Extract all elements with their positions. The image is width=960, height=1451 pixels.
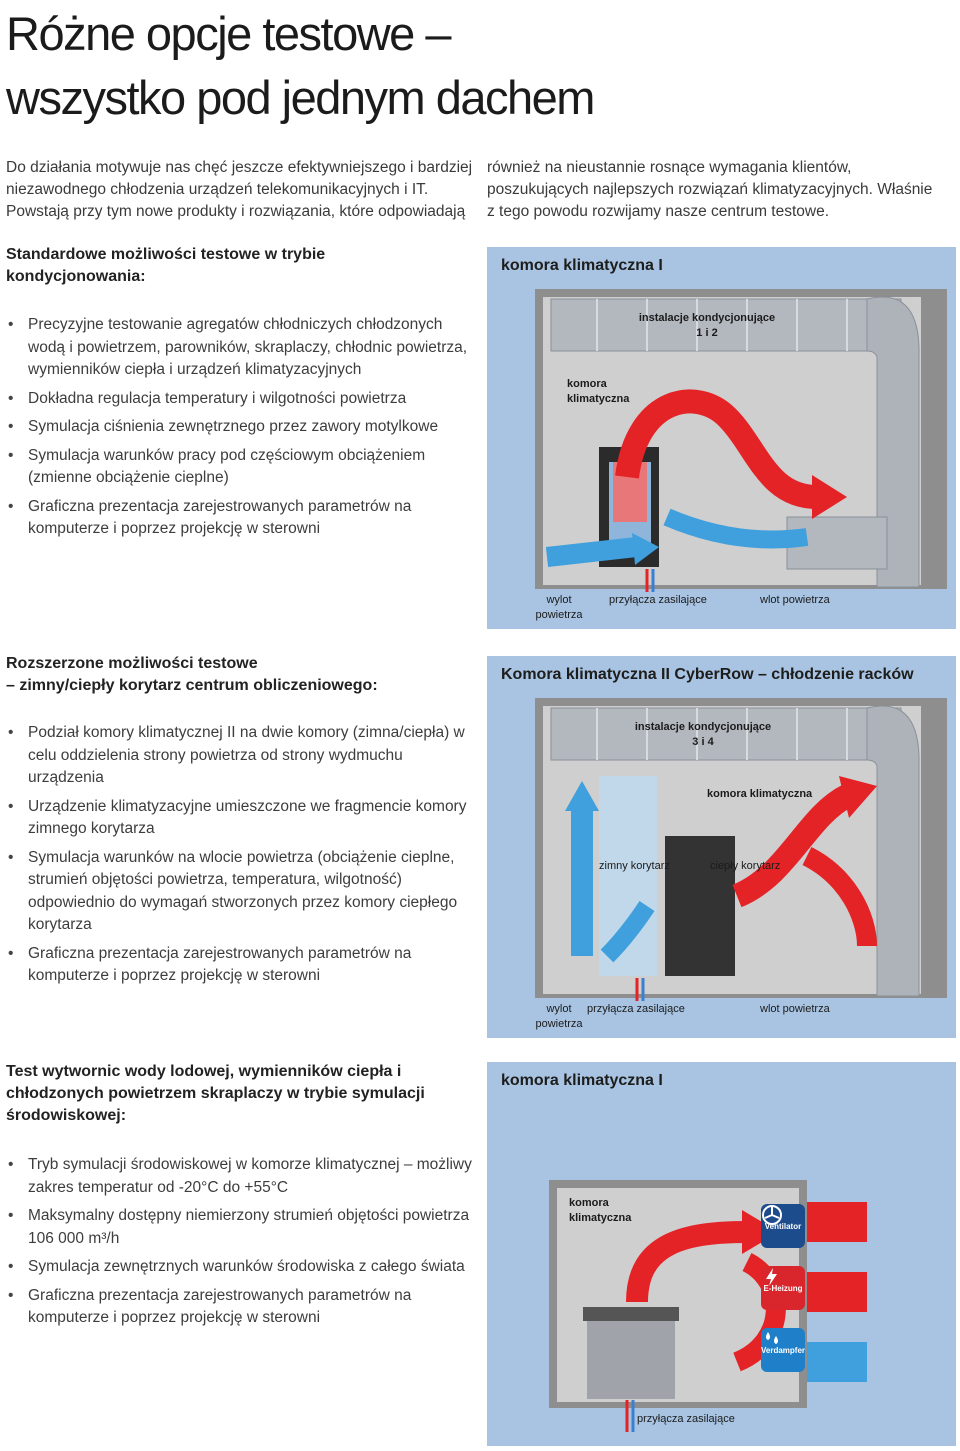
fan-icon <box>762 1205 782 1225</box>
lightning-icon <box>766 1268 777 1286</box>
section2-heading: Rozszerzone możliwości testowe – zimny/c… <box>6 653 476 697</box>
section2-heading-line-1: Rozszerzone możliwości testowe <box>6 655 258 672</box>
heater-badge: E-Heizung <box>761 1266 805 1310</box>
list-item: Graficzna prezentacja zarejestrowanych p… <box>6 496 476 541</box>
list-item: Urządzenie klimatyzacyjne umieszczone we… <box>6 796 476 841</box>
diagram-chamber-3: komora klimatyczna I komora klimatyczna … <box>487 1062 956 1446</box>
section3-list: Tryb symulacji środowiskowej w komorze k… <box>6 1154 476 1336</box>
diagram-chamber-1: komora klimatyczna I instalacje kondycjo… <box>487 247 956 629</box>
title-line-2: wszystko pod jednym dachem <box>6 71 595 124</box>
list-item: Graficzna prezentacja zarejestrowanych p… <box>6 943 476 988</box>
ventilator-label: Ventilator <box>764 1221 802 1231</box>
diagram-1-duct-label: instalacje kondycjonujące 1 i 2 <box>638 312 776 339</box>
diagram-1-outlet-label: wylot powietrza <box>535 594 583 621</box>
diagram-chamber-2: Komora klimatyczna II CyberRow – chłodze… <box>487 656 956 1038</box>
diagram-1-drawing <box>535 289 947 592</box>
section2-heading-line-2: – zimny/ciepły korytarz centrum obliczen… <box>6 677 378 694</box>
list-item: Symulacja zewnętrznych warunków środowis… <box>6 1256 476 1279</box>
section1-heading: Standardowe możliwości testowe w trybie … <box>6 246 326 285</box>
diagram-1-inlet-label: wlot powietrza <box>760 594 830 606</box>
diagram-1-chamber-label: komora klimatyczna <box>567 378 630 405</box>
diagram-2-chamber-label: komora klimatyczna <box>707 788 813 800</box>
list-item: Symulacja warunków na wlocie powietrza (… <box>6 847 476 937</box>
diagram-2-hot-aisle-label: ciepły korytarz <box>710 860 781 872</box>
list-item: Precyzyjne testowanie agregatów chłodnic… <box>6 314 476 382</box>
list-item: Dokładna regulacja temperatury i wilgotn… <box>6 388 476 411</box>
diagram-2-inlet-label: wlot powietrza <box>760 1003 830 1015</box>
diagram-3-chamber-label: komora klimatyczna <box>569 1197 632 1224</box>
diagram-2-cold-aisle-label: zimny korytarz <box>599 860 670 872</box>
ventilator-badge: Ventilator <box>761 1204 805 1248</box>
list-item: Maksymalny dostępny niemierzony strumień… <box>6 1205 476 1250</box>
list-item: Symulacja warunków pracy pod częściowym … <box>6 445 476 490</box>
title-line-1: Różne opcje testowe – <box>6 7 452 60</box>
list-item: Tryb symulacji środowiskowej w komorze k… <box>6 1154 476 1199</box>
list-item: Symulacja ciśnienia zewnętrznego przez z… <box>6 416 476 439</box>
intro-right: również na nieustannie rosnące wymagania… <box>487 159 933 220</box>
water-drops-icon <box>766 1332 778 1344</box>
humidifier-label: Verdampfer <box>760 1345 806 1355</box>
section2-list: Podział komory klimatycznej II na dwie k… <box>6 722 476 994</box>
diagram-1-power-label: przyłącza zasilające <box>609 594 707 606</box>
list-item: Graficzna prezentacja zarejestrowanych p… <box>6 1285 476 1330</box>
diagram-2-outlet-label: wylot powietrza <box>535 1003 583 1030</box>
section3-heading: Test wytwornic wody lodowej, wymienników… <box>6 1063 425 1124</box>
heater-label: E-Heizung <box>763 1283 803 1293</box>
diagram-3-power-label: przyłącza zasilające <box>637 1413 735 1425</box>
diagram-2-power-label: przyłącza zasilające <box>587 1003 685 1015</box>
diagram-3-title: komora klimatyczna I <box>501 1072 663 1089</box>
diagram-2-title: Komora klimatyczna II CyberRow – chłodze… <box>501 666 914 683</box>
humidifier-badge: Verdampfer <box>761 1328 805 1372</box>
page-title: Różne opcje testowe – wszystko pod jedny… <box>6 2 595 130</box>
intro-left: Do działania motywuje nas chęć jeszcze e… <box>6 159 473 220</box>
diagram-1-title: komora klimatyczna I <box>501 257 663 274</box>
list-item: Podział komory klimatycznej II na dwie k… <box>6 722 476 790</box>
section1-list: Precyzyjne testowanie agregatów chłodnic… <box>6 314 476 547</box>
diagram-3-drawing <box>549 1180 867 1432</box>
diagram-2-duct-label: instalacje kondycjonujące 3 i 4 <box>634 721 772 748</box>
diagram-2-drawing <box>535 698 947 1001</box>
